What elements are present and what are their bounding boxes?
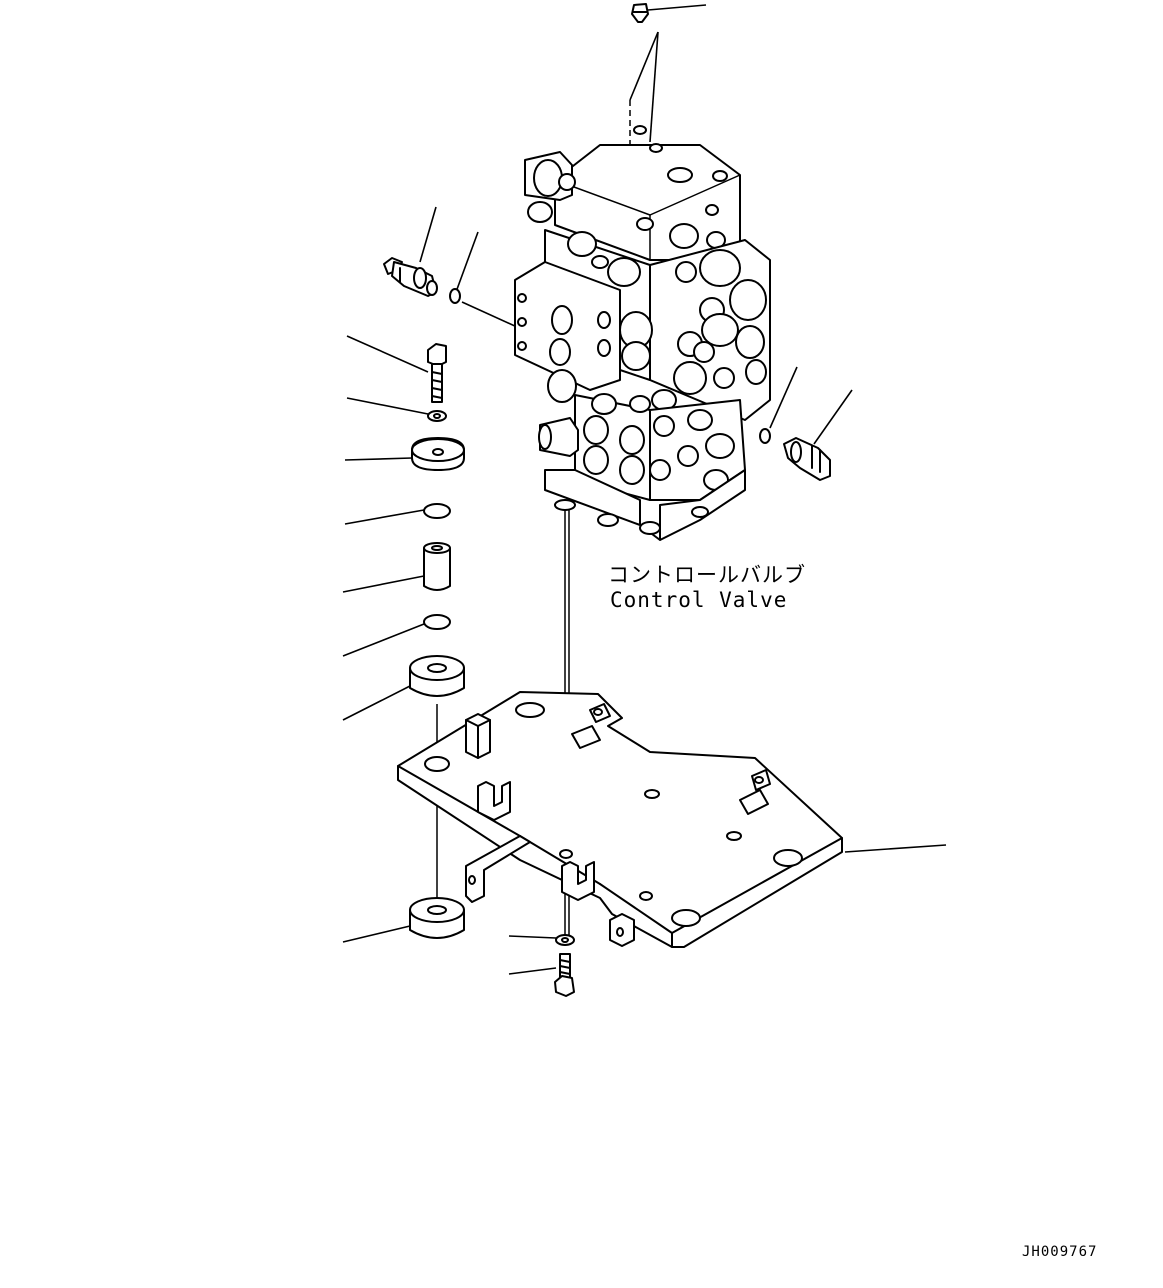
leader-sensor-right: [813, 389, 853, 445]
leader-cushion-bottom: [342, 925, 411, 943]
leader-lines: [342, 4, 947, 975]
part-name-ja: コントロールバルブ: [608, 563, 806, 587]
o-ring-icon: [423, 614, 451, 630]
o-ring-icon: [759, 428, 771, 444]
leader-bolt: [346, 335, 429, 373]
bolt-icon: [427, 343, 447, 403]
o-ring-icon: [423, 503, 451, 519]
leader-oring-left: [455, 231, 479, 293]
leader-washer-large: [344, 457, 413, 461]
plug-icon: [631, 3, 649, 23]
leader-plug-a: [629, 31, 659, 101]
washer-icon: [411, 437, 465, 471]
bracket-plate-icon: [397, 691, 843, 948]
leader-cushion-top: [342, 685, 411, 721]
leader-washer-small: [346, 397, 429, 415]
washer-icon: [427, 410, 447, 422]
part-name-en: Control Valve: [610, 588, 787, 612]
control-valve-icon: [514, 125, 771, 541]
leader-plug: [647, 4, 707, 11]
cushion-icon: [409, 655, 465, 697]
pressure-sensor-icon: [783, 437, 831, 481]
bolt-icon: [554, 953, 575, 997]
leader-collar: [342, 575, 425, 593]
leader-oring-1: [344, 509, 425, 525]
washer-icon: [555, 934, 575, 946]
o-ring-icon: [449, 288, 461, 304]
leader-bracket: [844, 844, 947, 853]
drawing-code: JH009767: [1022, 1244, 1097, 1260]
leader-plug-b: [649, 31, 659, 143]
collar-icon: [423, 542, 451, 591]
leader-sensor-left: [419, 206, 437, 263]
cushion-icon: [409, 897, 465, 939]
leader-oring-2: [342, 623, 425, 657]
pressure-sensor-icon: [383, 257, 438, 297]
leader-bolt-bottom: [508, 967, 557, 975]
leader-oring-right: [769, 366, 798, 429]
leader-washer-bottom: [508, 935, 557, 939]
